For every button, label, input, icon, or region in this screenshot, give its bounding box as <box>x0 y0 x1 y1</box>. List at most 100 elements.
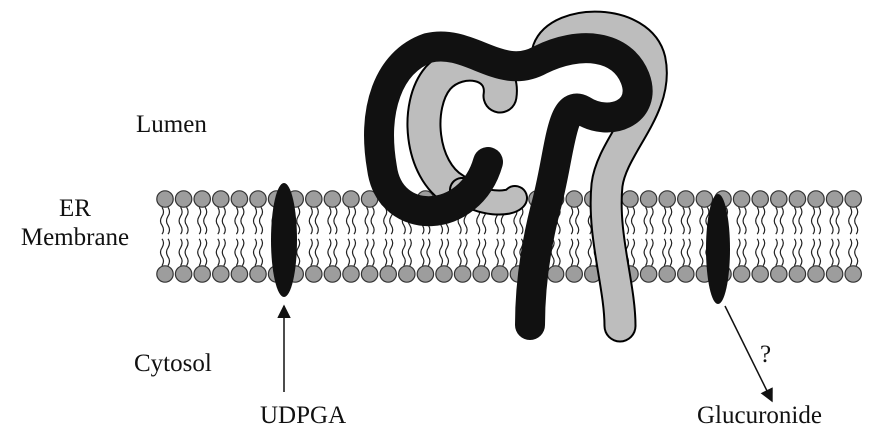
lipid-head-inner <box>436 266 452 282</box>
lipid-tail <box>371 207 374 234</box>
lipid-head-outer <box>157 191 173 207</box>
lipid-head-outer <box>343 191 359 207</box>
lipid-tail <box>780 207 783 234</box>
er-label-line2: Membrane <box>0 223 150 252</box>
lipid-tail <box>402 239 405 266</box>
lipid-tail <box>650 239 653 266</box>
lipid-tail <box>315 239 318 266</box>
lipid-tail <box>216 207 219 234</box>
lipid-tail <box>458 239 461 266</box>
lipid-tail <box>687 239 690 266</box>
lipid-head-outer <box>826 191 842 207</box>
lipid-tail <box>427 239 430 266</box>
lipid-tail <box>644 239 647 266</box>
lipid-tail <box>309 207 312 234</box>
lipid-tail <box>830 239 833 266</box>
udpga-transporter <box>271 183 297 297</box>
lumen-label: Lumen <box>136 110 207 139</box>
lipid-tail <box>185 207 188 234</box>
cytosol-label: Cytosol <box>134 349 212 378</box>
lipid-tail <box>700 207 703 234</box>
lipid-tail <box>167 239 170 266</box>
lipid-head-inner <box>250 266 266 282</box>
lipid-tail <box>793 207 796 234</box>
lipid-tail <box>644 207 647 234</box>
lipid-tail <box>440 239 443 266</box>
lipid-tail <box>812 239 815 266</box>
lipid-tail <box>483 239 486 266</box>
lipid-tail <box>855 207 858 234</box>
lipid-tail <box>737 239 740 266</box>
lipid-tail <box>743 239 746 266</box>
lipid-tail <box>681 239 684 266</box>
lipid-tail <box>570 207 573 234</box>
lipid-head-outer <box>231 191 247 207</box>
lipid-tail <box>799 239 802 266</box>
lipid-tail <box>328 207 331 234</box>
lipid-tail <box>836 239 839 266</box>
lipid-tail <box>222 207 225 234</box>
lipid-head-inner <box>640 266 656 282</box>
lipid-tail <box>588 239 591 266</box>
lipid-tail <box>626 207 629 234</box>
lipid-tail <box>161 239 164 266</box>
lipid-tail <box>167 207 170 234</box>
lipid-tail <box>347 239 350 266</box>
lipid-tail <box>780 239 783 266</box>
lipid-head-outer <box>622 191 638 207</box>
lipid-tail <box>477 239 480 266</box>
lipid-head-outer <box>324 191 340 207</box>
lipid-tail <box>297 239 300 266</box>
lipid-tail <box>836 207 839 234</box>
lipid-tail <box>700 239 703 266</box>
lipid-tail <box>254 207 257 234</box>
lipid-tail <box>260 239 263 266</box>
lipid-head-inner <box>343 266 359 282</box>
lipid-tail <box>632 239 635 266</box>
lipid-head-outer <box>194 191 210 207</box>
lipid-tail <box>384 207 387 234</box>
lipid-tail <box>830 207 833 234</box>
lipid-tail <box>774 239 777 266</box>
lipid-head-inner <box>454 266 470 282</box>
lipid-head-inner <box>808 266 824 282</box>
lipid-head-outer <box>213 191 229 207</box>
lipid-head-inner <box>492 266 508 282</box>
lipid-head-outer <box>696 191 712 207</box>
lipid-tails <box>161 207 858 266</box>
lipid-head-inner <box>213 266 229 282</box>
lipid-tail <box>222 239 225 266</box>
lipid-tail <box>315 207 318 234</box>
lipid-tail <box>365 207 368 234</box>
lipid-head-inner <box>157 266 173 282</box>
lipid-tail <box>576 239 579 266</box>
lipid-head-outer <box>733 191 749 207</box>
glucuronide-label: Glucuronide <box>697 401 822 430</box>
lipid-head-inner <box>399 266 415 282</box>
lipid-head-inner <box>789 266 805 282</box>
lipid-tail <box>161 207 164 234</box>
lipid-tail <box>204 207 207 234</box>
lipid-head-inner <box>380 266 396 282</box>
lipid-head-outer <box>640 191 656 207</box>
lipid-head-outer <box>678 191 694 207</box>
lipid-tail <box>204 239 207 266</box>
lipid-tail <box>328 239 331 266</box>
lipid-head-inner <box>231 266 247 282</box>
lipid-head-inner <box>826 266 842 282</box>
lipid-tail <box>309 239 312 266</box>
lipid-tail <box>812 207 815 234</box>
lipid-tail <box>743 207 746 234</box>
lipid-head-inner <box>194 266 210 282</box>
lipid-tail <box>855 239 858 266</box>
lipid-tail <box>179 207 182 234</box>
lipid-tail <box>799 207 802 234</box>
lipid-head-outer <box>752 191 768 207</box>
lipid-tail <box>576 207 579 234</box>
lipid-head-inner <box>473 266 489 282</box>
lipid-tail <box>365 239 368 266</box>
lipid-tail <box>663 207 666 234</box>
lipid-tail <box>501 239 504 266</box>
lipid-tail <box>681 207 684 234</box>
